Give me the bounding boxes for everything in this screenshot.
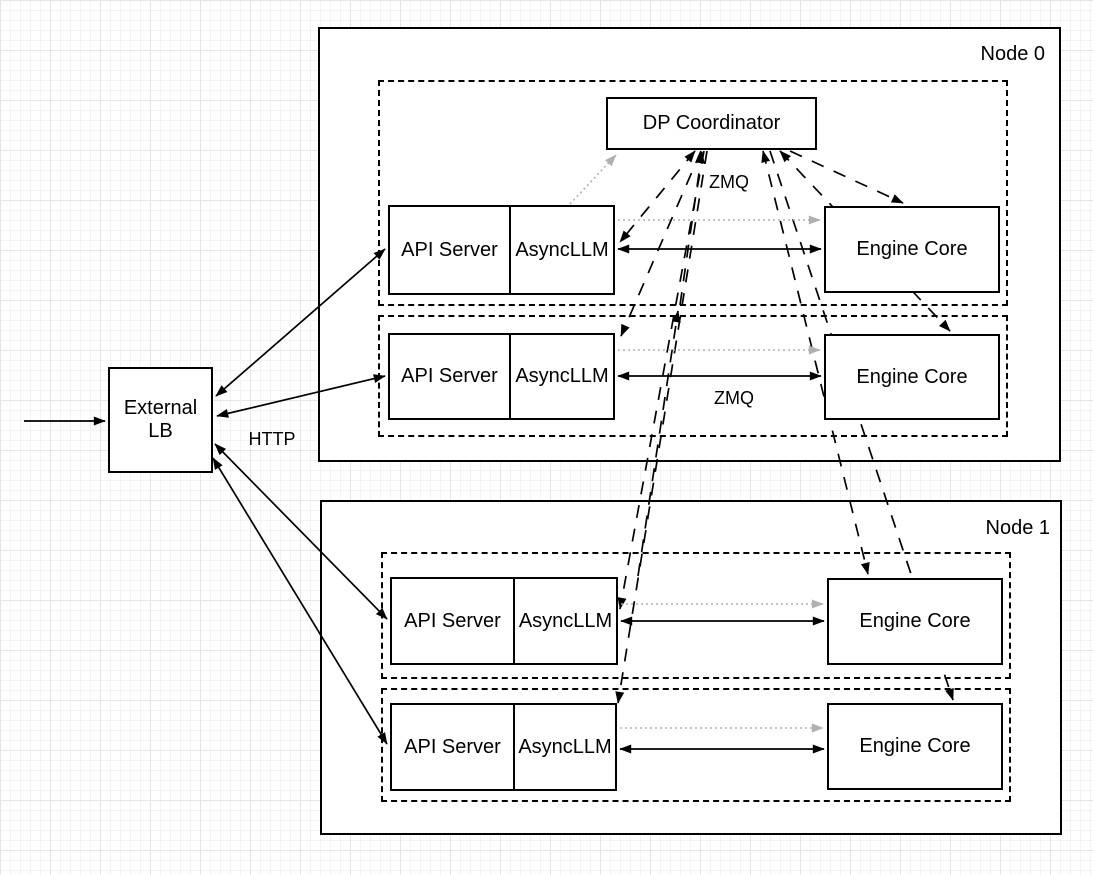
api-server-cell: API Server <box>390 207 511 293</box>
api-server-cell: API Server <box>390 335 511 418</box>
external-lb-box: External LB <box>108 367 213 473</box>
node0-replica0-engine-core-box: Engine Core <box>824 206 1000 293</box>
node1-replica1-engine-core-box: Engine Core <box>827 703 1003 790</box>
node1-replica0-frontend-box: API Server AsyncLLM <box>390 577 618 665</box>
async-llm-cell: AsyncLLM <box>518 609 613 632</box>
dp-coordinator-box: DP Coordinator <box>606 97 817 150</box>
node1-label: Node 1 <box>985 517 1051 539</box>
node0-replica1-frontend-box: API Server AsyncLLM <box>388 333 615 420</box>
async-llm-cell: AsyncLLM <box>515 238 609 261</box>
node1-replica1-frontend-box: API Server AsyncLLM <box>390 703 617 791</box>
node0-replica0-frontend-box: API Server AsyncLLM <box>388 205 615 295</box>
zmq-label-mid: ZMQ <box>714 388 754 408</box>
api-server-cell: API Server <box>392 705 515 789</box>
node0-label: Node 0 <box>980 43 1046 65</box>
node1-replica0-engine-core-box: Engine Core <box>827 578 1003 665</box>
zmq-label-top: ZMQ <box>709 172 749 192</box>
async-llm-cell: AsyncLLM <box>515 365 609 387</box>
async-llm-cell: AsyncLLM <box>518 735 612 758</box>
node0-replica1-engine-core-box: Engine Core <box>824 334 1000 420</box>
http-label: HTTP <box>248 429 296 449</box>
api-server-cell: API Server <box>392 579 515 663</box>
